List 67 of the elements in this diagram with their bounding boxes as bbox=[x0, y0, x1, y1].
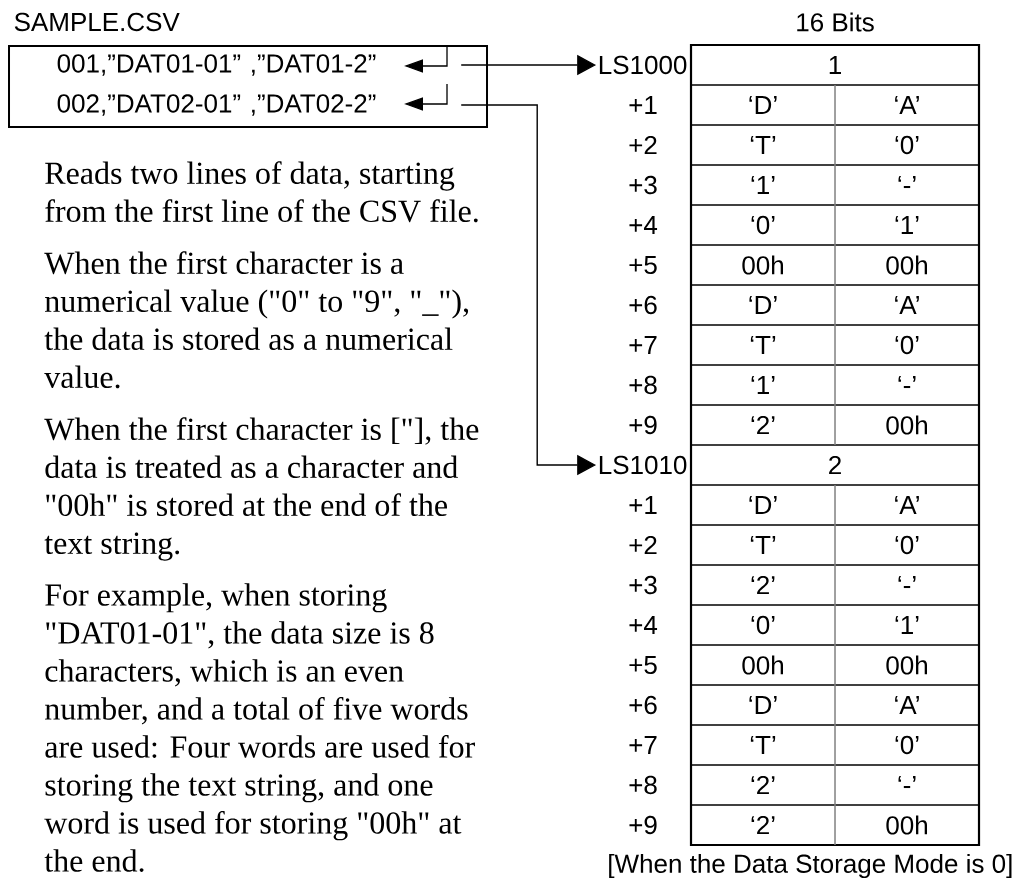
table-cell: 00h bbox=[886, 415, 927, 435]
offset-label: +1 bbox=[629, 496, 657, 514]
table-cell: ‘-’ bbox=[898, 576, 916, 589]
table-cell: ‘0’ bbox=[895, 335, 919, 355]
paragraph: Reads two lines of data, starting from the first line of the CSV file. bbox=[45, 161, 478, 223]
offset-label: +5 bbox=[629, 255, 657, 275]
paragraph: For example, when storing "DAT01-01", the data size is 8 characters, which is an even number, and a total of five words are used: Four words are used for storing the text string, and one word is used for storing "00h" at the end. bbox=[44, 583, 475, 872]
table-cell: ‘2’ bbox=[751, 575, 775, 595]
column-heading: 16 Bits bbox=[797, 12, 874, 32]
offset-label: +4 bbox=[629, 616, 658, 634]
table-cell: 00h bbox=[886, 655, 927, 675]
table-cell: ‘D’ bbox=[749, 696, 777, 714]
table-cell: ‘0’ bbox=[751, 615, 775, 635]
paragraph: When the first character is a numerical value ("0" to "9", "_"), the data is stored as a numerical value. bbox=[44, 251, 469, 389]
table-cell: ‘0’ bbox=[895, 135, 919, 155]
table-cell: ‘2’ bbox=[751, 415, 775, 435]
offset-label: +3 bbox=[629, 575, 657, 595]
table-cell: ‘D’ bbox=[749, 296, 777, 314]
table-cell: ‘A’ bbox=[895, 96, 919, 114]
offset-label: +3 bbox=[629, 175, 657, 195]
offset-label: +8 bbox=[629, 775, 657, 795]
paragraph: When the first character is ["], the data is treated as a character and "00h" is stored at the end of the text string. bbox=[44, 417, 479, 561]
offset-label: +7 bbox=[629, 736, 657, 754]
offset-label: +2 bbox=[629, 135, 657, 155]
table-cell: 2 bbox=[829, 455, 841, 475]
offset-label: +6 bbox=[629, 695, 657, 715]
offset-label: +9 bbox=[629, 815, 657, 835]
table-cell: ‘A’ bbox=[895, 296, 919, 314]
table-cell: ‘1’ bbox=[895, 216, 919, 234]
table-cell: ‘0’ bbox=[751, 215, 775, 235]
table-cell: ‘0’ bbox=[895, 735, 919, 755]
offset-label: +9 bbox=[629, 415, 657, 435]
node-label: SAMPLE.CSV bbox=[14, 12, 180, 32]
table-cell: ‘1’ bbox=[751, 176, 775, 194]
table-cell: 00h bbox=[742, 655, 783, 675]
table-cell: ‘T’ bbox=[750, 136, 776, 154]
offset-label: +2 bbox=[629, 535, 657, 555]
csv-line: 001,”DAT01-01” ,”DAT01-2” bbox=[57, 54, 376, 76]
address-label: LS1000 bbox=[599, 55, 687, 75]
table-cell: ‘T’ bbox=[750, 736, 776, 754]
table-cell: ‘-’ bbox=[898, 776, 916, 789]
table-cell: ‘A’ bbox=[895, 696, 919, 714]
table-cell: 1 bbox=[829, 56, 841, 74]
address-label: LS1010 bbox=[599, 455, 687, 475]
offset-label: +5 bbox=[629, 655, 657, 675]
table-cell: 00h bbox=[886, 815, 927, 835]
offset-label: +8 bbox=[629, 375, 657, 395]
offset-label: +7 bbox=[629, 336, 657, 354]
table-cell: ‘2’ bbox=[751, 775, 775, 795]
table-cell: ‘1’ bbox=[895, 616, 919, 634]
table-cell: 00h bbox=[886, 255, 927, 275]
table-cell: ‘T’ bbox=[750, 336, 776, 354]
offset-label: +4 bbox=[629, 216, 658, 234]
table-cell: 00h bbox=[742, 255, 783, 275]
table-cell: ‘2’ bbox=[751, 815, 775, 835]
table-cell: ‘T’ bbox=[750, 536, 776, 554]
csv-line: 002,”DAT02-01” ,”DAT02-2” bbox=[57, 94, 376, 116]
offset-label: +1 bbox=[629, 96, 657, 114]
table-cell: ‘0’ bbox=[895, 535, 919, 555]
table-cell: ‘A’ bbox=[895, 496, 919, 514]
table-cell: ‘1’ bbox=[751, 376, 775, 394]
table-cell: ‘D’ bbox=[749, 96, 777, 114]
table-cell: ‘D’ bbox=[749, 496, 777, 514]
table-cell: ‘-’ bbox=[898, 376, 916, 389]
offset-label: +6 bbox=[629, 295, 657, 315]
caption: [When the Data Storage Mode is 0] bbox=[609, 853, 1012, 879]
table-cell: ‘-’ bbox=[898, 176, 916, 189]
